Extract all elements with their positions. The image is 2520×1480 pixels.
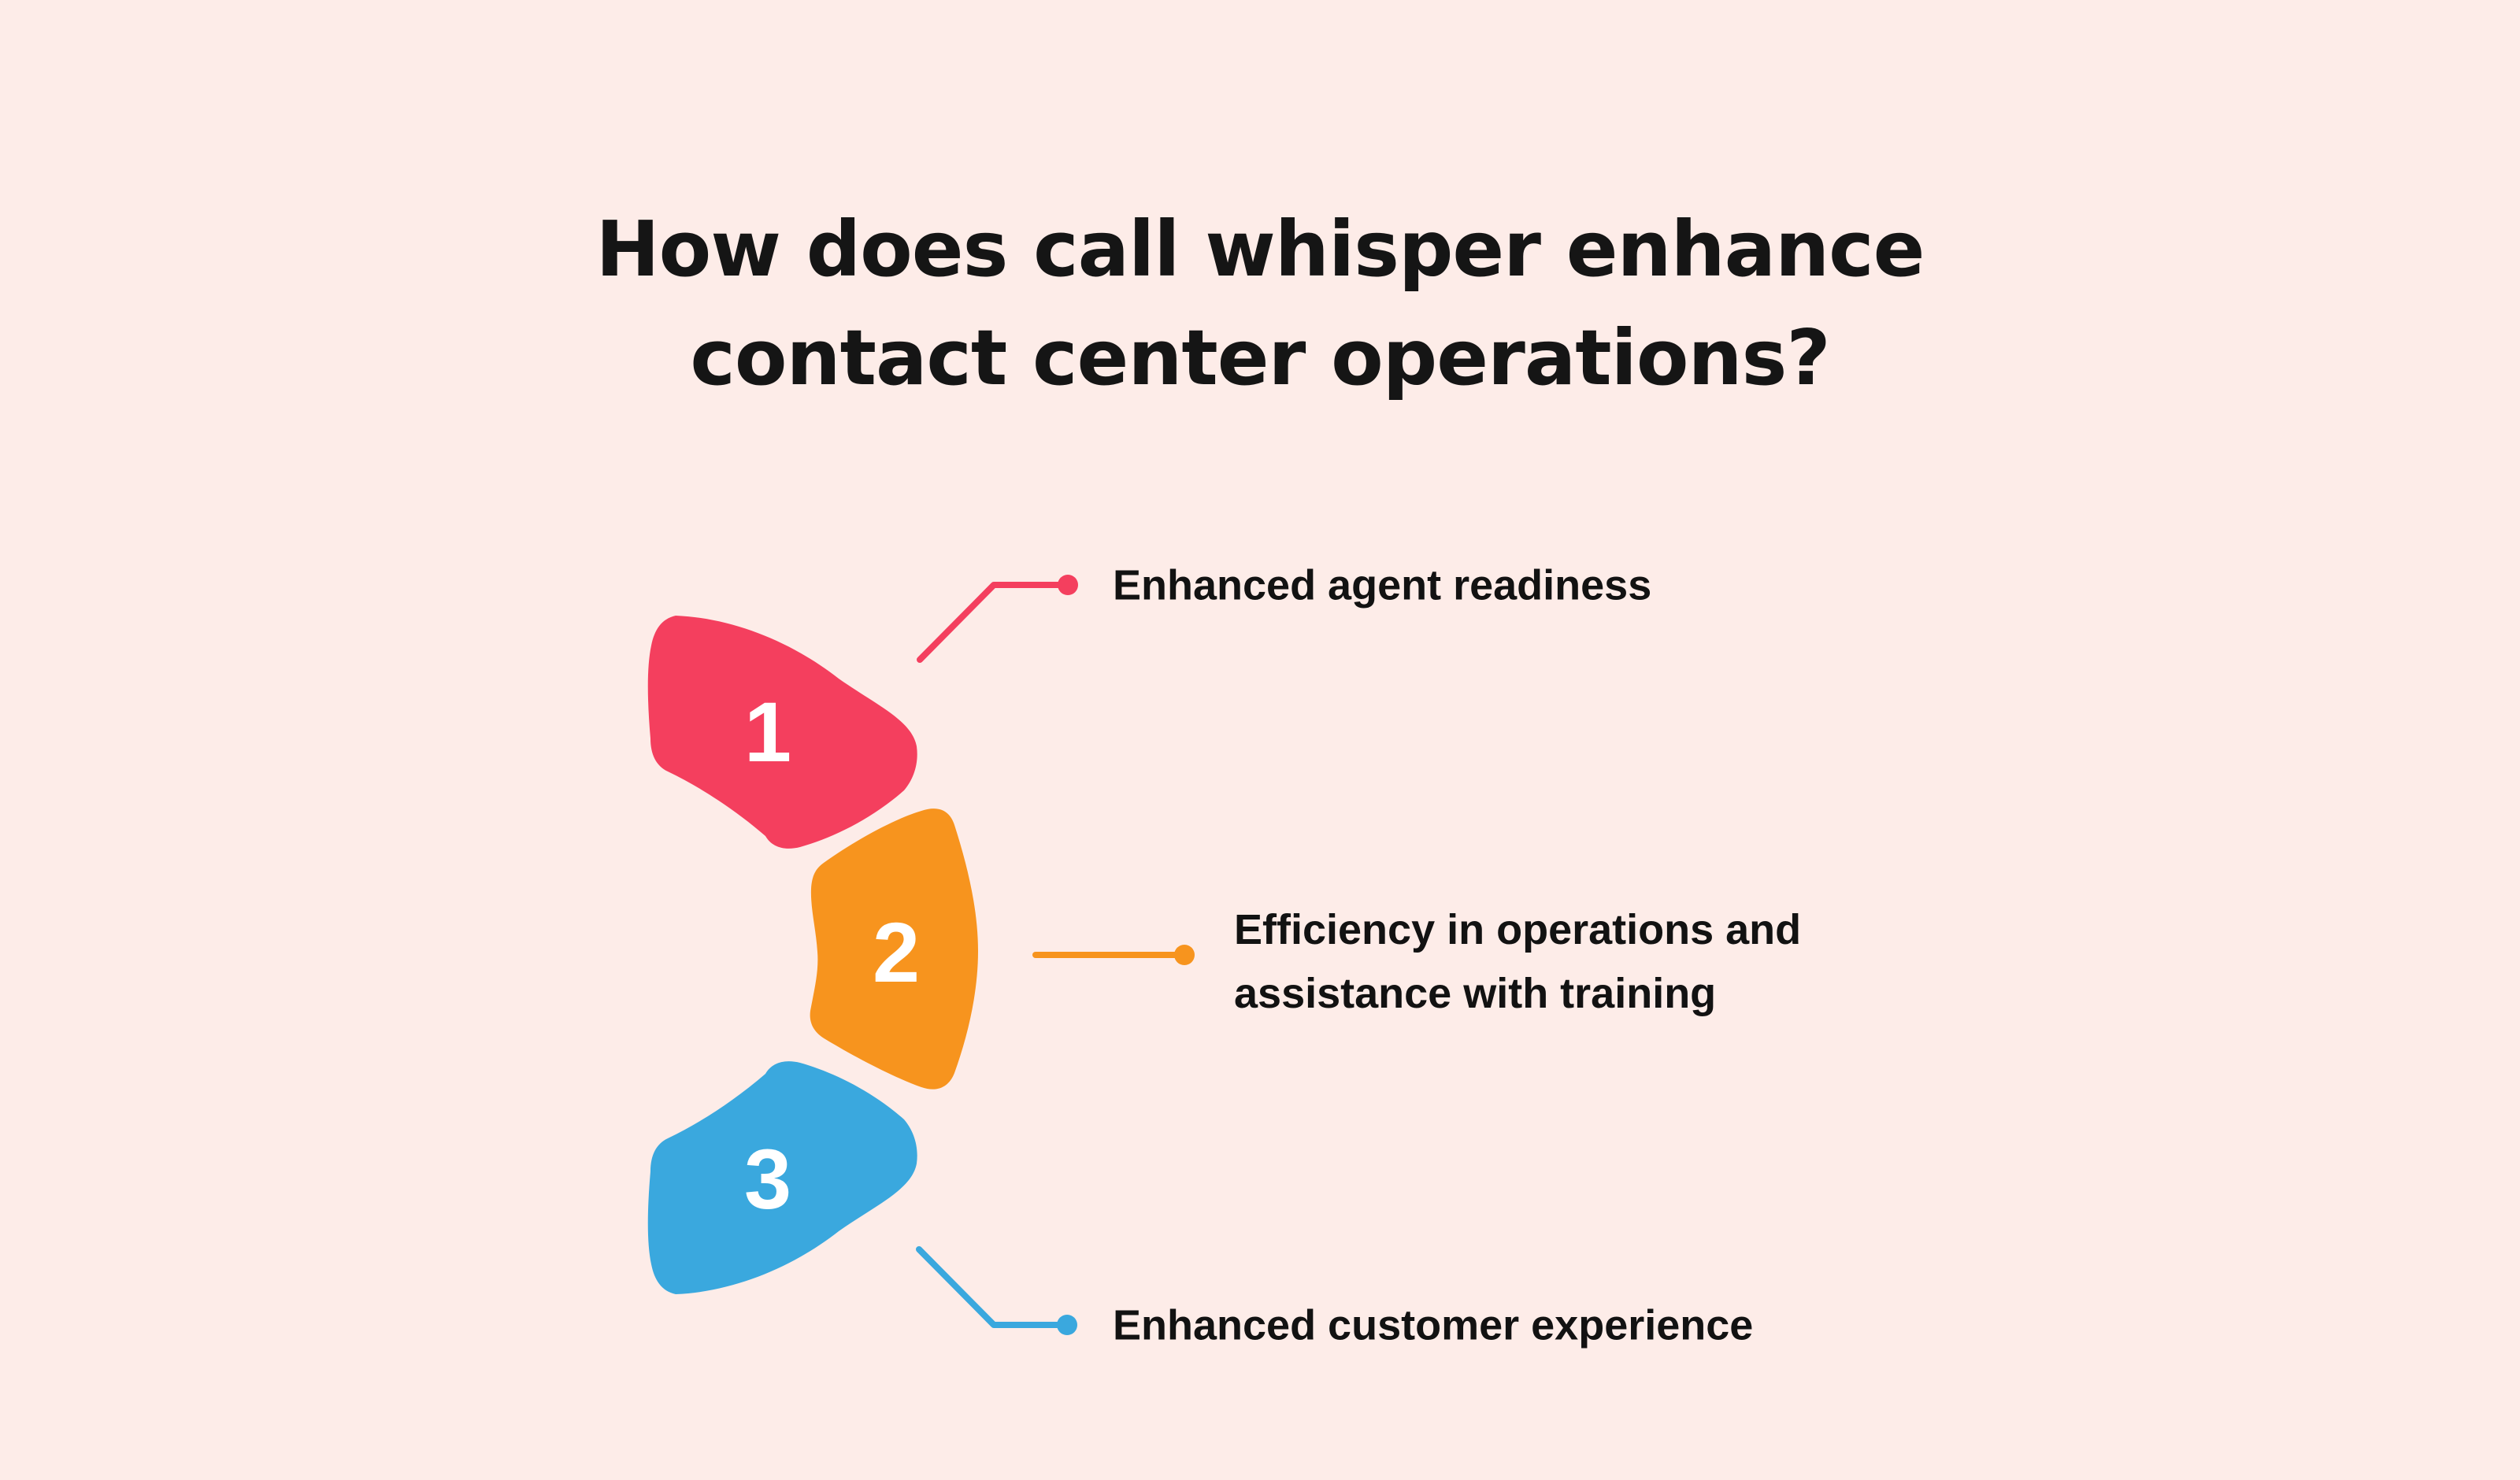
step-2-label-line-1: Efficiency in operations and (1234, 906, 1802, 953)
step-1-connector-line (917, 582, 1071, 663)
step-3-blob (647, 1061, 917, 1294)
step-1-label-line-1: Enhanced agent readiness (1113, 561, 1652, 609)
page-title-line-2: contact center operations? (690, 313, 1830, 402)
step-3-connector-line (916, 1246, 1070, 1328)
step-1-number: 1 (743, 684, 792, 779)
step-2-number: 2 (872, 905, 921, 1000)
page-title-line-1: How does call whisper enhance (595, 205, 1925, 294)
step-3-connector-dot (1057, 1315, 1077, 1335)
step-1-connector-dot (1058, 575, 1078, 595)
step-1-blob (647, 616, 917, 849)
page-title: How does call whisper enhance contact ce… (0, 195, 2520, 413)
step-3-label: Enhanced customer experience (1113, 1294, 1753, 1358)
step-3-label-line-1: Enhanced customer experience (1113, 1301, 1754, 1349)
step-2-label-line-2: assistance with training (1234, 970, 1717, 1017)
step-2-blob (810, 808, 978, 1090)
step-2-label: Efficiency in operations and assistance … (1234, 898, 1801, 1026)
step-2-connector-dot (1174, 945, 1195, 965)
step-1-label: Enhanced agent readiness (1113, 554, 1651, 618)
step-3-number: 3 (743, 1131, 792, 1227)
